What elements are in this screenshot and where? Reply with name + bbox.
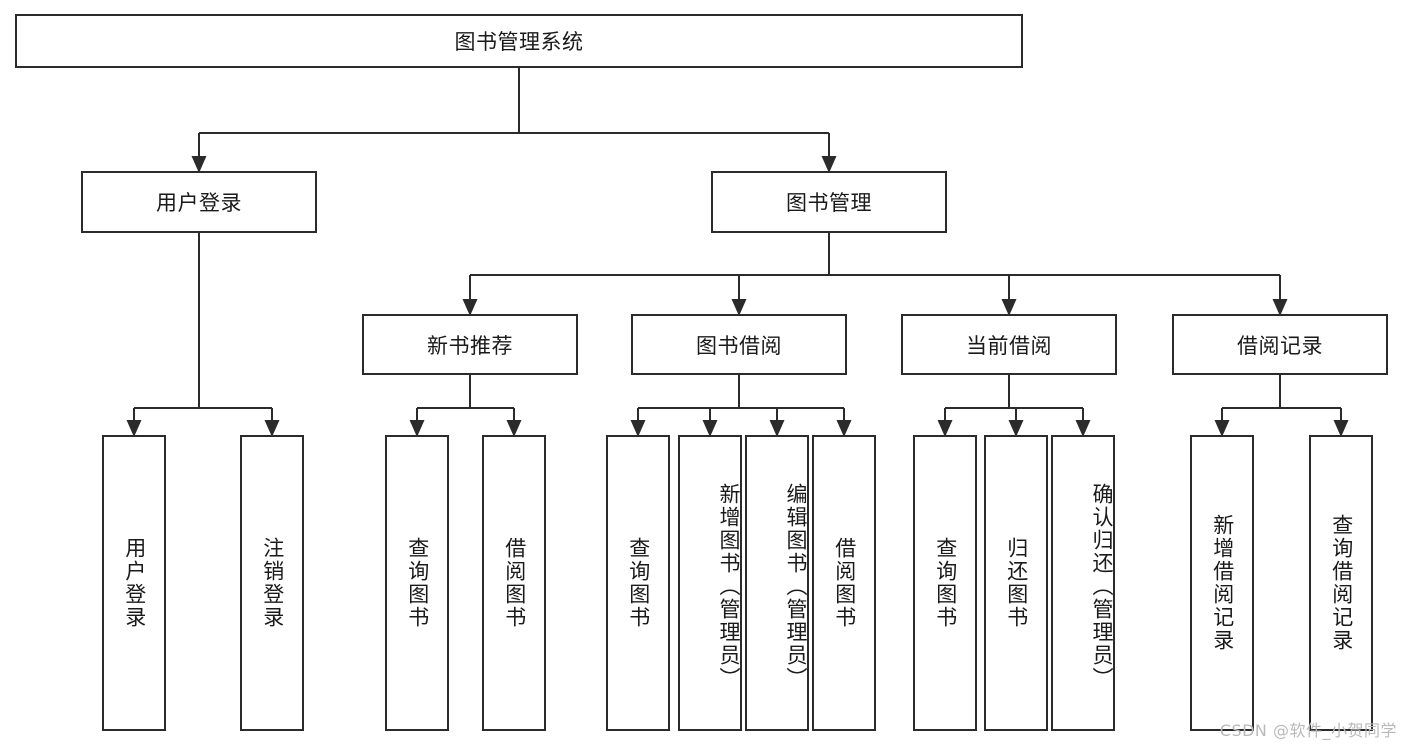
node-leaf-query-book-1[interactable]: 查询图书 xyxy=(385,435,449,731)
node-leaf-return-book[interactable]: 归还图书 xyxy=(984,435,1048,731)
node-root[interactable]: 图书管理系统 xyxy=(15,14,1023,68)
node-leaf-add-borrow-record[interactable]: 新增借阅记录 xyxy=(1190,435,1254,731)
node-leaf-query-borrow-record[interactable]: 查询借阅记录 xyxy=(1309,435,1373,731)
node-leaf-confirm-return-admin[interactable]: 确认归还（管理员） xyxy=(1051,435,1115,731)
node-label-leaf-query-borrow-record: 查询借阅记录 xyxy=(1329,514,1354,652)
node-current-borrow[interactable]: 当前借阅 xyxy=(901,314,1117,375)
node-label-leaf-add-book-admin: 新增图书（管理员） xyxy=(717,482,741,690)
node-book-borrow[interactable]: 图书借阅 xyxy=(631,314,847,375)
node-leaf-user-login[interactable]: 用户登录 xyxy=(102,435,166,731)
node-label-leaf-query-book-3: 查询图书 xyxy=(933,537,958,629)
node-book-manage[interactable]: 图书管理 xyxy=(711,171,947,233)
node-leaf-borrow-book-1[interactable]: 借阅图书 xyxy=(482,435,546,731)
node-label-root: 图书管理系统 xyxy=(454,30,584,54)
node-label-leaf-add-borrow-record: 新增借阅记录 xyxy=(1210,514,1235,652)
node-label-leaf-borrow-book-1: 借阅图书 xyxy=(502,537,527,629)
node-label-new-book-recommend: 新书推荐 xyxy=(427,333,513,358)
node-label-book-manage: 图书管理 xyxy=(786,191,872,215)
node-label-leaf-return-book: 归还图书 xyxy=(1004,537,1029,629)
node-label-user-login: 用户登录 xyxy=(156,191,242,215)
node-label-borrow-record: 借阅记录 xyxy=(1237,333,1323,358)
node-label-leaf-edit-book-admin: 编辑图书（管理员） xyxy=(784,482,808,690)
node-leaf-add-book-admin[interactable]: 新增图书（管理员） xyxy=(678,435,742,731)
node-leaf-edit-book-admin[interactable]: 编辑图书（管理员） xyxy=(745,435,809,731)
node-leaf-query-book-2[interactable]: 查询图书 xyxy=(606,435,670,731)
node-leaf-query-book-3[interactable]: 查询图书 xyxy=(913,435,977,731)
node-borrow-record[interactable]: 借阅记录 xyxy=(1172,314,1388,375)
node-label-leaf-query-book-2: 查询图书 xyxy=(626,537,651,629)
node-user-login[interactable]: 用户登录 xyxy=(81,171,317,233)
node-label-leaf-logout-login: 注销登录 xyxy=(260,537,285,629)
node-label-current-borrow: 当前借阅 xyxy=(966,333,1052,358)
node-leaf-logout-login[interactable]: 注销登录 xyxy=(240,435,304,731)
node-label-leaf-query-book-1: 查询图书 xyxy=(405,537,430,629)
node-leaf-borrow-book-2[interactable]: 借阅图书 xyxy=(812,435,876,731)
node-label-book-borrow: 图书借阅 xyxy=(696,333,782,358)
node-label-leaf-confirm-return-admin: 确认归还（管理员） xyxy=(1090,482,1114,690)
watermark-text: CSDN @软件_小贺同学 xyxy=(1219,721,1397,740)
node-label-leaf-borrow-book-2: 借阅图书 xyxy=(832,537,857,629)
node-new-book-recommend[interactable]: 新书推荐 xyxy=(362,314,578,375)
node-label-leaf-user-login: 用户登录 xyxy=(122,537,147,629)
